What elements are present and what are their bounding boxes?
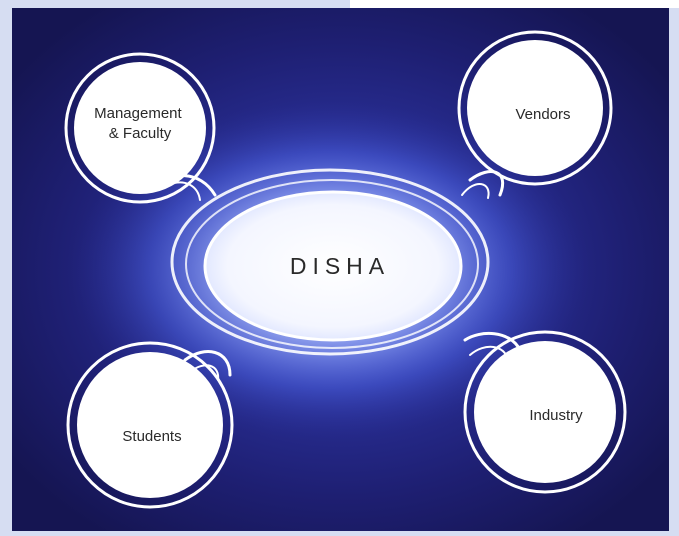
bubble-fill-vendors — [467, 40, 603, 176]
bubble-fill-management-faculty — [74, 62, 206, 194]
bubble-ring-management-faculty — [64, 52, 216, 204]
center-label: DISHA — [290, 253, 390, 279]
bubble-ring-industry — [463, 330, 627, 494]
bubble-label-industry: Industry — [529, 407, 583, 424]
connector-students — [183, 350, 232, 377]
management-line-2: & Faculty — [109, 125, 172, 142]
bubble-ring-students — [66, 341, 234, 509]
connector-vendors-inner — [461, 183, 490, 199]
center-oval — [203, 190, 463, 342]
center-oval-group: DISHA — [170, 168, 490, 356]
top-notch — [350, 0, 679, 8]
bubble-fill-industry — [474, 341, 616, 483]
management-line-1: Management — [94, 105, 182, 122]
bubble-label-students: Students — [122, 428, 181, 445]
bubble-industry: Industry — [463, 330, 627, 494]
center-ring-outer — [170, 168, 490, 356]
bubble-students: Students — [66, 341, 234, 509]
bubble-label-vendors: Vendors — [515, 106, 570, 123]
center-ring-middle — [185, 179, 479, 349]
bubble-ring-vendors — [457, 30, 613, 186]
bubble-fill-students — [77, 352, 223, 498]
bubble-vendors: Vendors — [457, 30, 613, 186]
connector-industry — [463, 331, 522, 352]
bubble-management-faculty: Management & Faculty — [64, 52, 216, 204]
bubble-label-management-faculty: Management & Faculty — [94, 105, 186, 142]
